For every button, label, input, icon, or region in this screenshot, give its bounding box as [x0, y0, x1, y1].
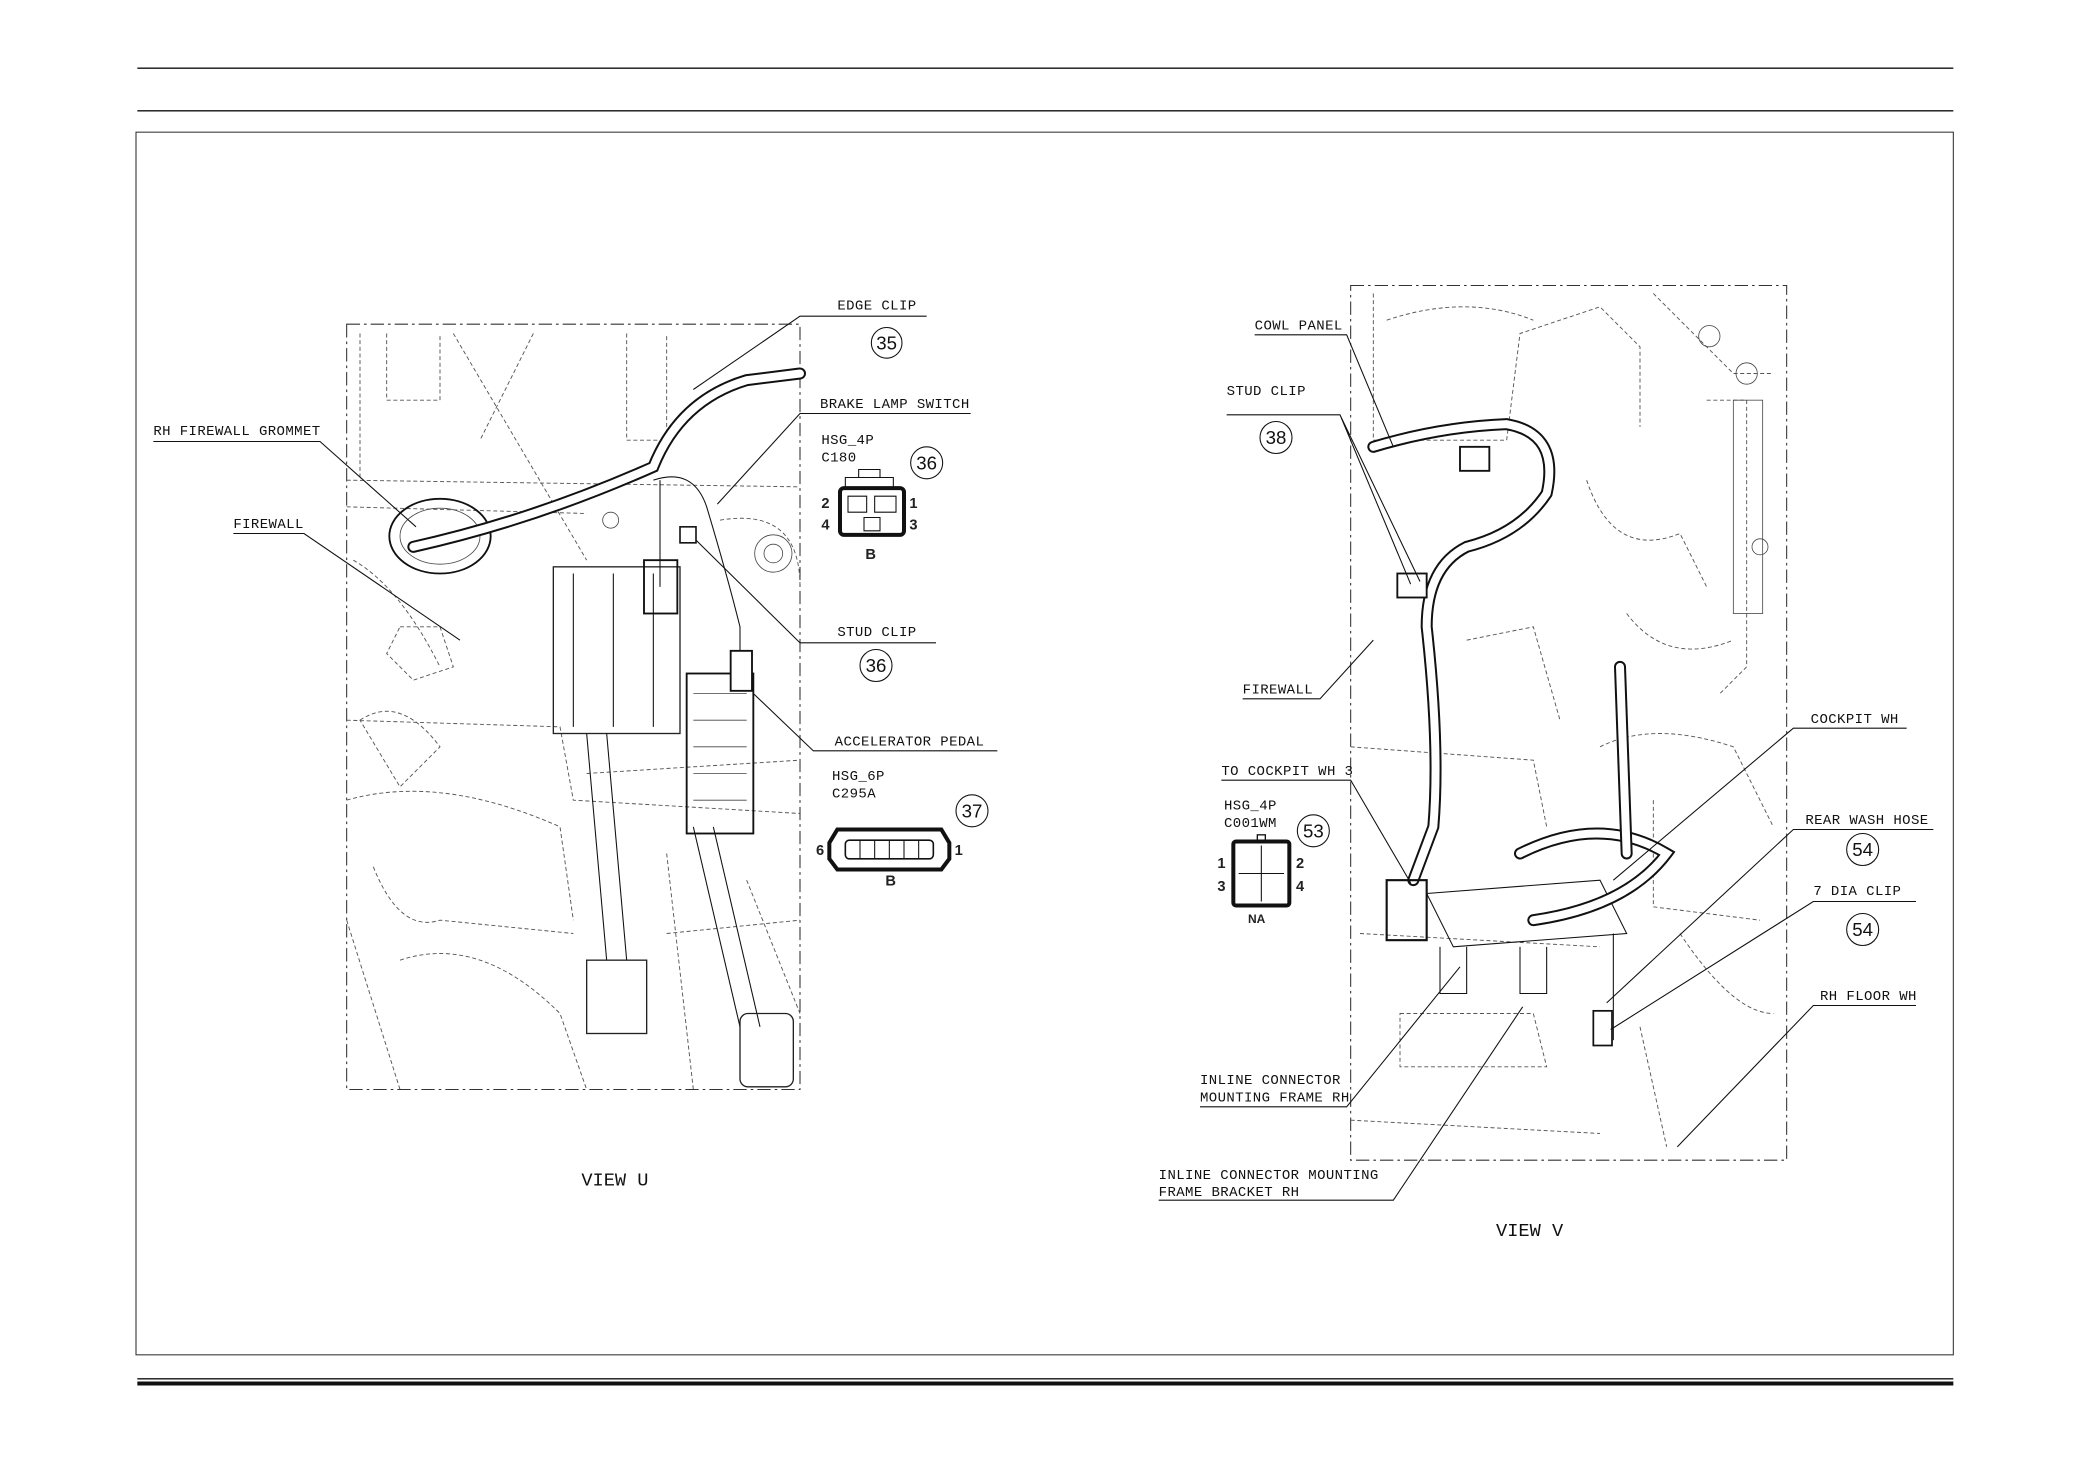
svg-text:C180: C180 [821, 451, 856, 467]
callout-54-clip: 54 [1852, 919, 1873, 940]
svg-text:RH FIREWALL GROMMET: RH FIREWALL GROMMET [153, 424, 320, 440]
svg-text:1: 1 [909, 496, 917, 512]
label-inline-connector-frame-rh: INLINE CONNECTOR MOUNTING FRAME RH [1200, 966, 1461, 1108]
callout-38: 38 [1266, 427, 1287, 448]
svg-text:1: 1 [955, 843, 963, 859]
svg-text:STUD CLIP: STUD CLIP [1227, 384, 1306, 400]
svg-text:HSG_4P: HSG_4P [1224, 799, 1277, 815]
svg-text:BRAKE LAMP SWITCH: BRAKE LAMP SWITCH [820, 397, 970, 413]
label-cowl-panel: COWL PANEL [1254, 319, 1394, 448]
svg-text:MOUNTING FRAME RH: MOUNTING FRAME RH [1200, 1091, 1350, 1107]
svg-text:FIREWALL: FIREWALL [233, 517, 303, 533]
label-accelerator-pedal: ACCELERATOR PEDAL HSG_6P C295A 37 [752, 693, 998, 828]
connector-c001wm-icon: 1 2 3 4 NA [1217, 834, 1305, 926]
label-to-cockpit-wh: TO COCKPIT WH 3 HSG_4P C001WM 53 [1221, 764, 1412, 884]
svg-text:COCKPIT WH: COCKPIT WH [1811, 712, 1899, 728]
label-edge-clip: EDGE CLIP 35 [693, 299, 927, 390]
view-v-title: VIEW V [1496, 1220, 1564, 1242]
svg-text:NA: NA [1248, 912, 1266, 926]
sheet-frame [135, 67, 1954, 1386]
svg-text:1: 1 [1217, 856, 1225, 872]
label-rh-firewall-grommet: RH FIREWALL GROMMET [153, 424, 417, 528]
svg-text:C295A: C295A [832, 787, 876, 803]
label-stud-clip-v: STUD CLIP 38 [1226, 384, 1421, 585]
callout-53: 53 [1303, 821, 1324, 842]
label-stud-clip-u: STUD CLIP 36 [695, 539, 936, 683]
svg-text:RH FLOOR WH: RH FLOOR WH [1820, 989, 1917, 1005]
label-7-dia-clip: 7 DIA CLIP 54 [1610, 884, 1916, 1030]
callout-36-stud: 36 [866, 655, 887, 676]
svg-text:EDGE CLIP: EDGE CLIP [837, 299, 916, 315]
label-rear-wash-hose: REAR WASH HOSE 54 [1606, 813, 1934, 1004]
label-firewall-v: FIREWALL [1242, 639, 1374, 700]
svg-text:B: B [885, 874, 896, 890]
svg-text:2: 2 [821, 496, 829, 512]
svg-text:2: 2 [1296, 856, 1304, 872]
connector-c295a-icon: 6 1 B [816, 827, 963, 890]
svg-text:REAR WASH HOSE: REAR WASH HOSE [1805, 813, 1928, 829]
label-inline-connector-bracket-rh: INLINE CONNECTOR MOUNTING FRAME BRACKET … [1158, 1006, 1524, 1201]
svg-text:C001WM: C001WM [1224, 816, 1277, 832]
label-firewall-u: FIREWALL [233, 517, 461, 641]
callout-35: 35 [876, 333, 897, 354]
svg-text:STUD CLIP: STUD CLIP [837, 625, 916, 641]
callout-54-hose: 54 [1852, 839, 1873, 860]
svg-text:INLINE CONNECTOR: INLINE CONNECTOR [1200, 1073, 1341, 1089]
svg-text:4: 4 [1296, 879, 1305, 895]
callout-37: 37 [962, 801, 983, 822]
svg-text:TO COCKPIT WH 3: TO COCKPIT WH 3 [1221, 764, 1353, 780]
svg-text:FIREWALL: FIREWALL [1243, 683, 1313, 699]
view-u-title: VIEW U [581, 1170, 648, 1192]
view-u-drawing [346, 323, 806, 1091]
svg-text:3: 3 [1217, 879, 1225, 895]
svg-text:HSG_6P: HSG_6P [832, 769, 885, 785]
label-rh-floor-wh: RH FLOOR WH [1676, 989, 1917, 1148]
callout-36: 36 [916, 453, 937, 474]
svg-text:FRAME BRACKET RH: FRAME BRACKET RH [1159, 1185, 1300, 1201]
svg-text:3: 3 [909, 518, 917, 534]
connector-c180-icon: 2 1 4 3 B [821, 468, 917, 563]
label-cockpit-wh: COCKPIT WH [1612, 712, 1907, 881]
svg-text:ACCELERATOR PEDAL: ACCELERATOR PEDAL [835, 735, 985, 751]
svg-text:HSG_4P: HSG_4P [821, 433, 874, 449]
svg-text:INLINE CONNECTOR MOUNTING: INLINE CONNECTOR MOUNTING [1159, 1168, 1379, 1184]
svg-text:6: 6 [816, 843, 824, 859]
svg-text:7 DIA CLIP: 7 DIA CLIP [1813, 884, 1901, 900]
svg-text:COWL PANEL: COWL PANEL [1255, 319, 1343, 335]
svg-text:B: B [865, 547, 876, 563]
svg-text:4: 4 [821, 518, 830, 534]
label-brake-lamp-switch: BRAKE LAMP SWITCH HSG_4P C180 36 [716, 397, 971, 505]
view-v-drawing [1350, 284, 1788, 1161]
